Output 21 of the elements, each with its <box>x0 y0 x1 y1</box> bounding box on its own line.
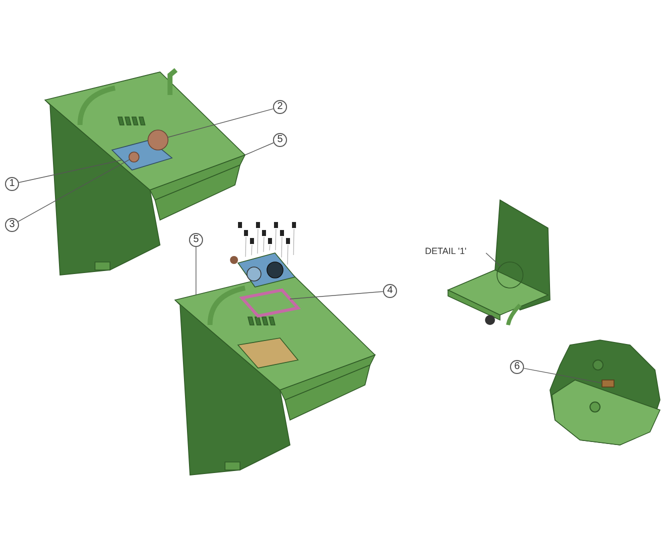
leader-line <box>167 108 274 138</box>
detail-circle <box>496 262 524 288</box>
callout-number: 3 <box>5 218 19 232</box>
leader-line <box>18 159 130 222</box>
leader-line <box>290 291 384 300</box>
leader-line <box>524 368 602 384</box>
callout-number: 4 <box>383 284 397 298</box>
leader-line <box>18 160 122 183</box>
callout-number: 6 <box>510 360 524 374</box>
leader-line <box>486 252 501 267</box>
gasket <box>239 288 301 318</box>
drain-fitting <box>602 380 614 388</box>
leader-line <box>244 142 274 156</box>
callout-number: 5 <box>273 133 287 147</box>
callout-number: 1 <box>5 177 19 191</box>
detail-label: DETAIL '1' <box>425 246 466 256</box>
callout-number: 5 <box>189 233 203 247</box>
exploded-tank-assembly-drawing <box>174 252 376 476</box>
fuel-tank-assembly-drawing <box>44 68 246 276</box>
filler-cap <box>148 130 168 150</box>
callout-number: 2 <box>273 100 287 114</box>
